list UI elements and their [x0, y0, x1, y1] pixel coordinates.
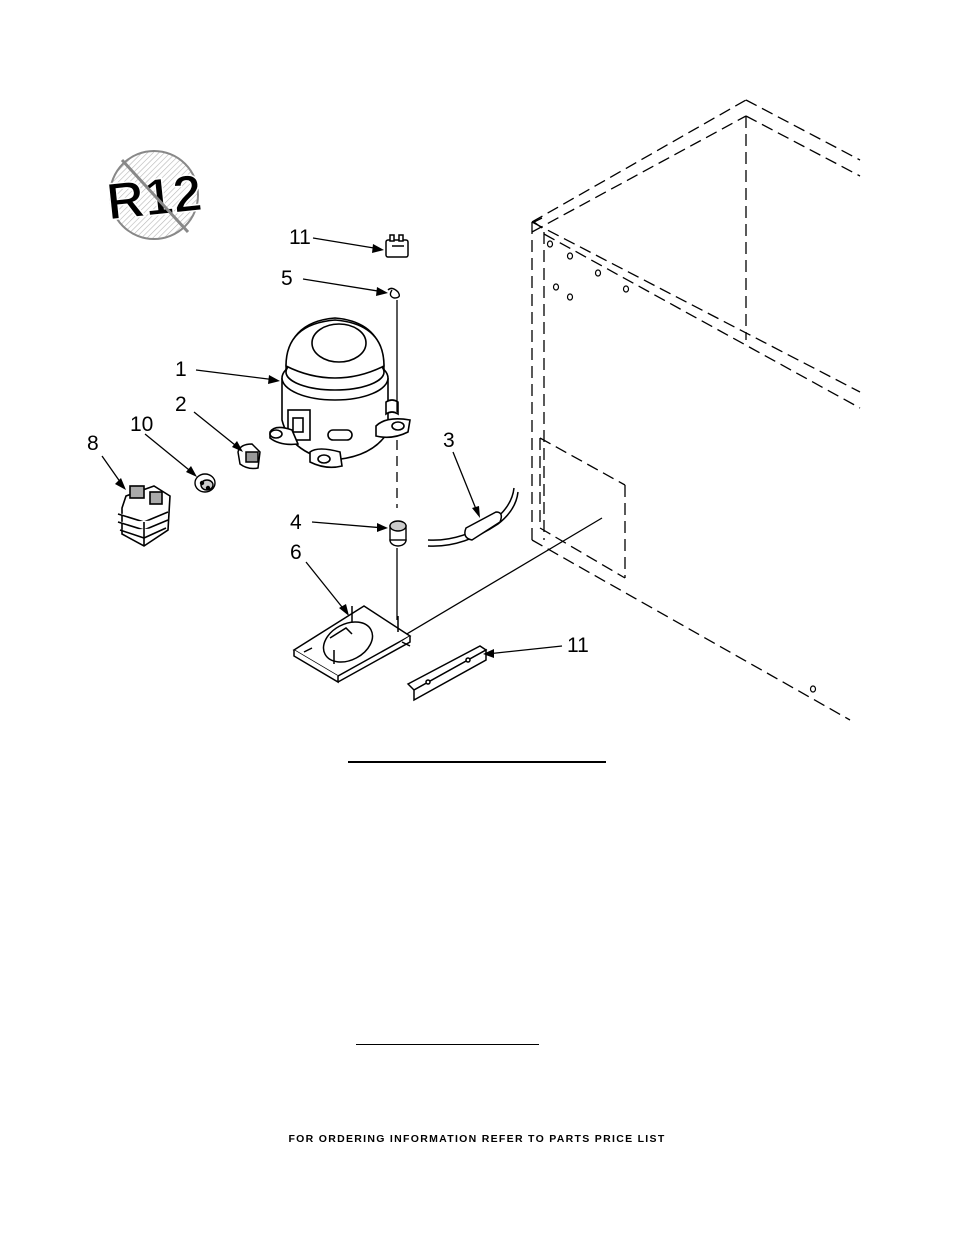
cabinet-holes [546, 240, 817, 693]
capacitor [385, 234, 409, 258]
ordering-info-footer: FOR ORDERING INFORMATION REFER TO PARTS … [288, 1133, 666, 1145]
callout-4: 4 [290, 511, 302, 534]
callout-5: 5 [281, 267, 293, 290]
callout-9: 11 [289, 226, 311, 249]
callout-1: 1 [175, 358, 187, 381]
title-rule [348, 761, 606, 763]
clip [387, 287, 401, 299]
callout-10: 10 [130, 413, 153, 436]
callout-numbers: 11 5 1 2 10 8 3 4 6 11 [87, 226, 589, 657]
bracket [406, 645, 488, 702]
callout-arrowheads [115, 244, 494, 658]
caption-rule [356, 1044, 539, 1045]
grommet [389, 520, 407, 547]
cap [194, 473, 216, 493]
base-plate [292, 605, 412, 684]
overload-clip [237, 443, 261, 470]
badge-text: R12 [104, 164, 205, 232]
relay-overload [117, 485, 171, 547]
callout-8: 8 [87, 432, 99, 455]
cabinet-outline [531, 99, 861, 721]
capillary-tube [427, 487, 519, 547]
compressor [269, 317, 411, 469]
callout-2: 2 [175, 393, 187, 416]
callout-3: 3 [443, 429, 455, 452]
no-r12-badge: R12 [103, 150, 206, 240]
callout-6: 6 [290, 541, 302, 564]
callout-11: 11 [567, 634, 589, 657]
